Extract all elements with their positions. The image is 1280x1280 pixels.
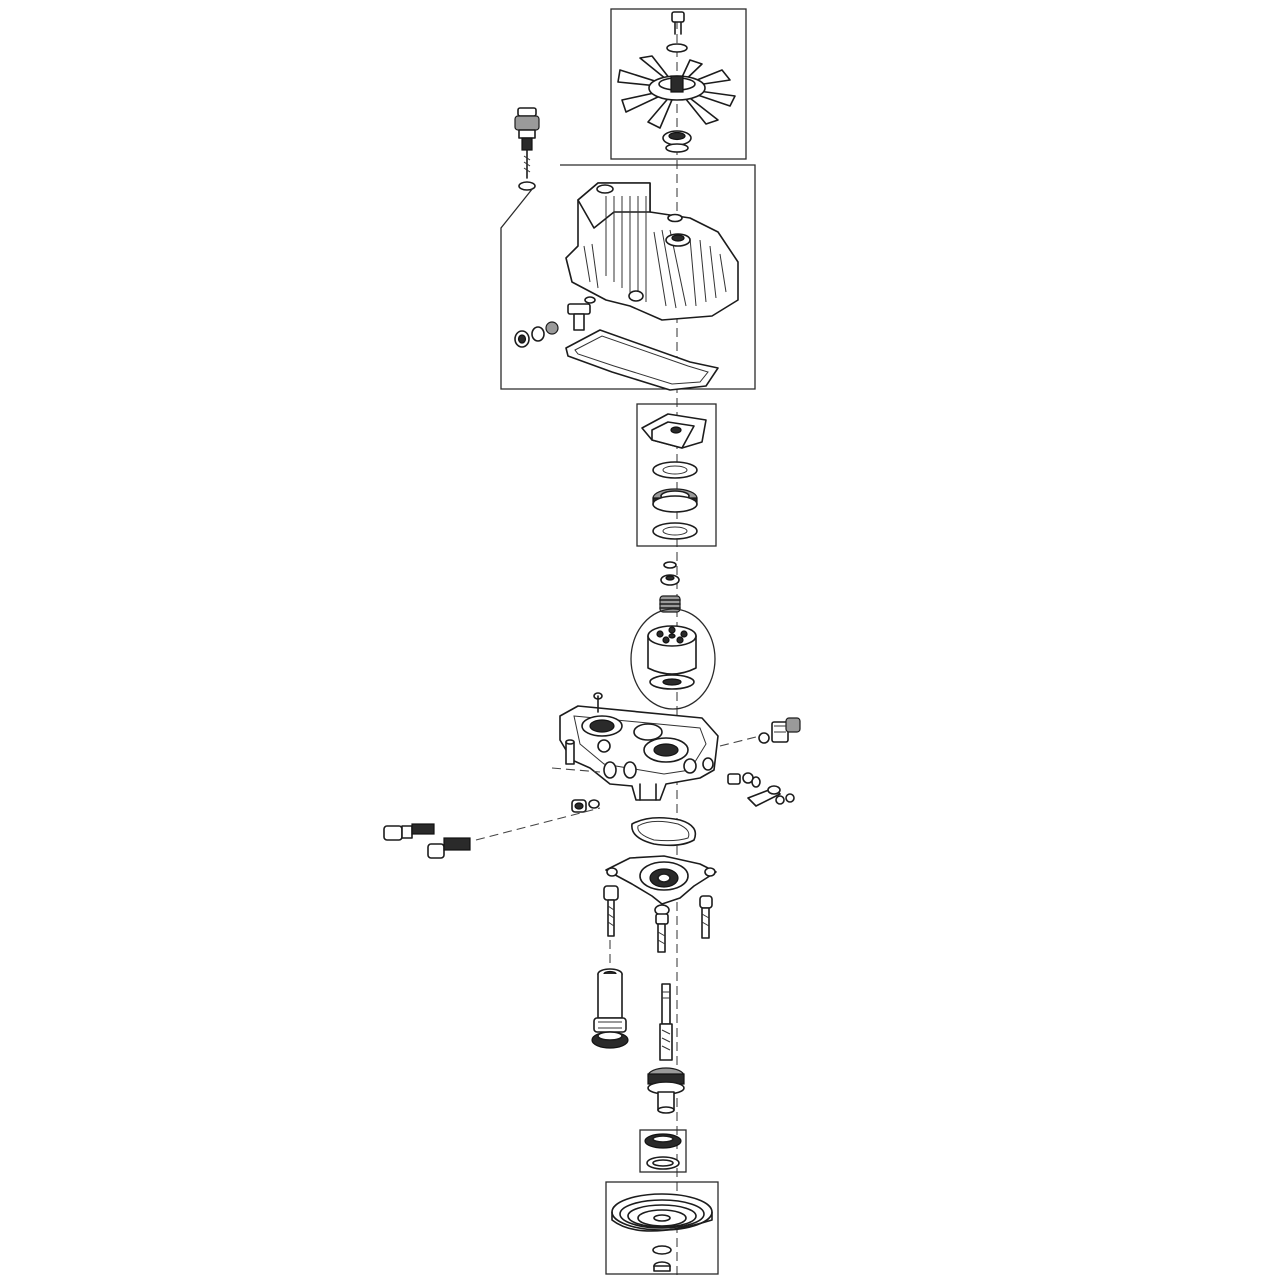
cylinder-block-assembly [630, 561, 716, 710]
shaft-bearing [639, 1129, 687, 1173]
pulley-box [605, 1181, 719, 1275]
bypass-bolts [383, 807, 601, 859]
fan-washer [666, 43, 688, 53]
fan-group-box [610, 8, 747, 160]
fan-blades [617, 55, 736, 129]
housing-and-filler-assembly [500, 164, 756, 391]
center-section-plug [571, 799, 600, 813]
bypass-bolt-lower [427, 837, 471, 859]
control-shaft-seals [514, 321, 559, 348]
pulley-nut [653, 1261, 671, 1272]
block-spring-seat [660, 574, 680, 586]
bypass-valve-assembly [727, 772, 795, 807]
shaft-bearing-box [639, 1129, 687, 1173]
housing-seal-ring [667, 213, 683, 223]
housing-cooling-fins [583, 196, 727, 309]
bypass-bolt-upper [383, 823, 435, 841]
filler-cap-assembly [514, 107, 540, 191]
end-cap-bolt-left [603, 885, 619, 937]
thrust-washer-lower [652, 522, 698, 540]
filler-washer [518, 181, 536, 191]
end-cap-bolt-center [655, 913, 669, 953]
cylinder-block [647, 625, 697, 675]
dowel-pin [565, 739, 575, 765]
end-cap [605, 855, 717, 916]
housing-gasket [565, 329, 719, 391]
fan-hub-nut [662, 130, 692, 153]
control-arm-shaft [567, 296, 596, 331]
charge-pump-box [636, 403, 717, 547]
block-spring [659, 595, 681, 613]
filter [591, 968, 629, 1049]
charge-pump-assembly [636, 403, 717, 547]
thrust-bearing [652, 488, 698, 513]
thrust-plate [641, 413, 707, 449]
transmission-housing [565, 182, 739, 321]
housing-group-box [500, 164, 756, 390]
input-shaft [647, 983, 685, 1114]
end-cap-bolt-right [699, 895, 713, 939]
pulley [611, 1193, 713, 1232]
thrust-washer-upper [652, 461, 698, 479]
cylinder-valve-plate [649, 674, 695, 690]
pulley-washer [652, 1245, 672, 1255]
fan-screw [671, 11, 685, 35]
cooling-fan-assembly [610, 8, 747, 160]
cylinder-block-callout [630, 608, 716, 710]
charge-relief-fitting [758, 717, 801, 744]
center-section [551, 692, 761, 801]
retaining-ring [663, 561, 677, 569]
pulley-assembly [605, 1181, 719, 1275]
housing-vent-port [596, 184, 614, 194]
